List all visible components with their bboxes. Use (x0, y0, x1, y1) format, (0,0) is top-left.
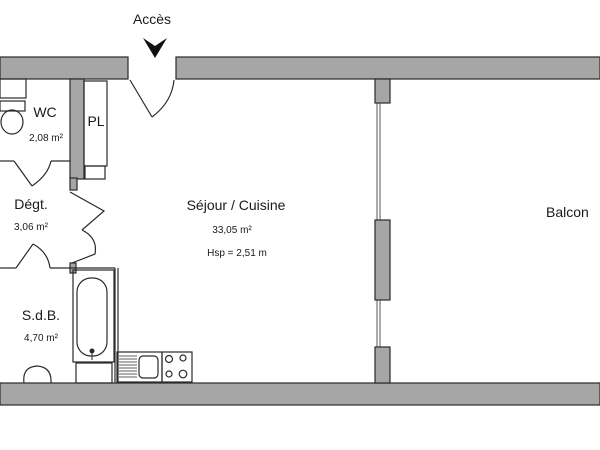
room-area-degagement: 3,06 m² (14, 222, 48, 233)
room-name-sdb: S.d.B. (21, 307, 61, 323)
room-name-balcon: Balcon (546, 204, 589, 220)
wall-top-left (0, 56, 129, 80)
entrance-label: Accès (132, 11, 172, 27)
room-area-wc: 2,08 m² (29, 133, 63, 144)
drainboard-lines (119, 355, 137, 378)
wall-top-right (175, 56, 600, 80)
wall-pl-stub (69, 177, 78, 191)
room-name-sejour: Séjour / Cuisine (186, 197, 286, 213)
kitchen-hob (161, 351, 193, 383)
wc-cistern (0, 78, 27, 99)
placard-box (84, 165, 106, 180)
bathtub-frame (72, 269, 115, 363)
wall-balcony-bottom-stub (374, 346, 391, 384)
bathtub-step (75, 362, 113, 384)
kitchen-sink-basin (138, 355, 159, 379)
bathtub-basin (76, 277, 108, 357)
room-area-sdb: 4,70 m² (24, 333, 58, 344)
wall-balcony-top-stub (374, 78, 391, 104)
wall-balcony-pillar (374, 219, 391, 301)
wall-bottom (0, 382, 600, 406)
wc-seat-back (0, 100, 26, 112)
room-name-degagement: Dégt. (14, 196, 48, 212)
room-ceiling-height-sejour: Hsp = 2,51 m (207, 248, 267, 259)
wall-wc-pl (69, 78, 85, 180)
wc-bowl (0, 109, 24, 135)
bathtub-faucet (89, 348, 95, 360)
entrance-arrow-icon (143, 38, 167, 58)
room-name-wc: WC (33, 104, 57, 120)
room-area-sejour: 33,05 m² (212, 225, 252, 236)
room-name-placard: PL (87, 113, 105, 129)
sdb-sink (23, 365, 52, 384)
